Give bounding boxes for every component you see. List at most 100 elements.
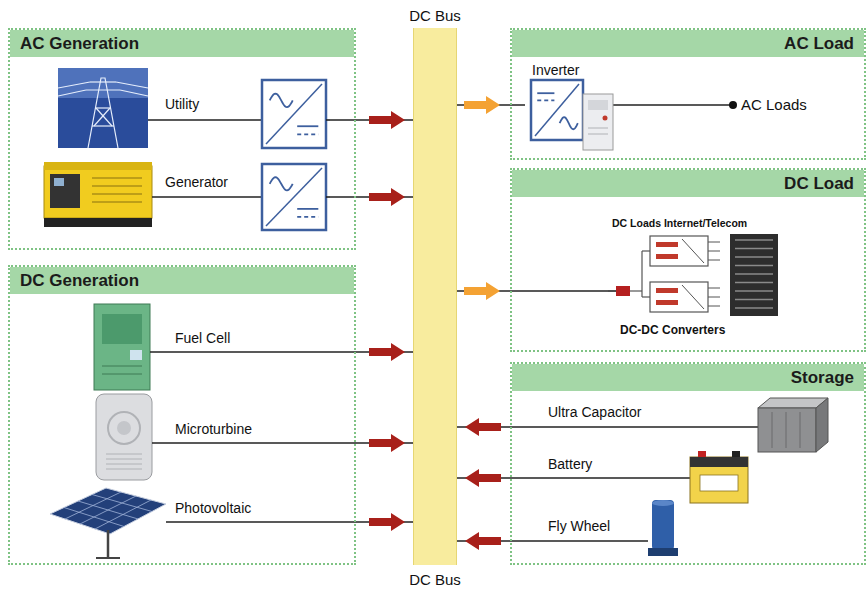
node-label: Fuel Cell xyxy=(175,330,230,347)
illustration-part xyxy=(700,475,738,491)
illustration-part xyxy=(735,307,773,309)
illustration-part xyxy=(50,488,166,534)
illustration-part xyxy=(735,239,773,241)
section-header-band: DC Generation xyxy=(10,267,354,294)
illustration-part xyxy=(152,196,262,198)
illustration-part xyxy=(106,454,142,455)
illustration-part xyxy=(535,84,579,136)
illustration-part xyxy=(54,178,64,186)
arrow-head xyxy=(464,96,500,114)
illustration-part xyxy=(106,459,142,460)
illustration-part xyxy=(120,90,148,96)
illustration-part xyxy=(102,366,142,367)
illustration-part xyxy=(735,265,773,267)
illustration-part xyxy=(102,374,142,375)
illustration-part xyxy=(656,300,678,305)
section-title: Storage xyxy=(522,364,854,391)
illustration-part xyxy=(588,100,608,110)
illustration-part xyxy=(96,394,152,480)
illustration-part xyxy=(735,248,773,250)
arrow-head xyxy=(369,343,405,361)
illustration-part xyxy=(531,80,583,140)
photovoltaic-source: Photovoltaic xyxy=(46,484,274,560)
illustration-part xyxy=(44,218,152,227)
node-label: DC-DC Converters xyxy=(620,322,725,339)
arrow-head xyxy=(465,532,501,550)
section-header-band: DC Load xyxy=(512,170,864,197)
illustration-part xyxy=(92,201,142,202)
illustration-part xyxy=(86,89,120,90)
generator-source: Generator xyxy=(42,156,330,234)
illustration-part xyxy=(297,133,318,135)
section-title: AC Generation xyxy=(20,30,344,57)
illustration-part xyxy=(698,451,706,457)
illustration-part xyxy=(560,117,578,129)
illustration-part xyxy=(735,299,773,301)
node-label: Generator xyxy=(165,174,228,191)
illustration-part xyxy=(735,282,773,284)
node-label: Inverter xyxy=(532,62,579,79)
section-header-band: Storage xyxy=(512,364,864,391)
illustration-part xyxy=(166,521,274,523)
illustration-part xyxy=(708,242,720,243)
illustration-part xyxy=(608,290,616,292)
illustration-part xyxy=(630,290,642,291)
illustration-part xyxy=(148,119,262,121)
arrow-head xyxy=(465,418,501,436)
section-title: AC Load xyxy=(522,30,854,57)
ultracapacitor-storage: Ultra Capacitor xyxy=(540,392,832,458)
illustration-part xyxy=(106,469,142,470)
illustration-part xyxy=(732,451,740,457)
illustration-part xyxy=(642,296,650,297)
arrow-head xyxy=(369,188,405,206)
illustration-part xyxy=(540,477,690,479)
terminal-dot xyxy=(729,101,737,109)
illustration-part xyxy=(537,92,554,94)
pv-illustration xyxy=(46,484,274,560)
illustration-part xyxy=(262,164,326,230)
illustration-part xyxy=(682,239,704,263)
illustration-part xyxy=(94,304,150,390)
illustration-part xyxy=(95,107,111,108)
illustration-part xyxy=(682,285,704,309)
illustration-part xyxy=(152,442,277,444)
illustration-part xyxy=(92,185,142,186)
illustration-part xyxy=(708,251,720,252)
output-label: AC Loads xyxy=(741,96,807,114)
node-label: Ultra Capacitor xyxy=(548,404,641,421)
illustration-part xyxy=(690,457,748,467)
illustration-part xyxy=(326,196,330,198)
illustration-part xyxy=(537,100,554,102)
illustration-part xyxy=(297,125,318,127)
section-panel: StorageUltra CapacitorBatteryFly Wheel xyxy=(510,362,866,565)
node-label: Utility xyxy=(165,96,199,113)
illustration-part xyxy=(540,540,648,542)
dc-dc-converter-group: DC Loads Internet/TelecomDC-DC Converter… xyxy=(608,212,788,344)
illustration-part xyxy=(708,297,720,298)
fuel-cell-source: Fuel Cell xyxy=(92,302,252,394)
illustration-part xyxy=(92,177,142,178)
arrow-head xyxy=(369,513,405,531)
illustration-part xyxy=(107,530,110,558)
illustration-part xyxy=(650,236,708,266)
generator-illustration xyxy=(42,156,330,234)
section-panel: DC GenerationFuel CellMicroturbinePhotov… xyxy=(8,265,356,565)
utility-source: Utility xyxy=(58,66,330,152)
illustration-part xyxy=(96,108,112,126)
illustration-part xyxy=(92,495,152,512)
illustration-part xyxy=(656,254,678,259)
illustration-part xyxy=(92,193,142,194)
illustration-part xyxy=(690,457,748,503)
bus-label: DC Bus xyxy=(409,571,461,588)
flywheel-storage: Fly Wheel xyxy=(540,494,685,560)
illustration-part xyxy=(262,80,326,148)
illustration-part xyxy=(116,82,148,88)
node-label: Fly Wheel xyxy=(548,518,610,535)
illustration-part xyxy=(648,548,678,556)
microturbine-source: Microturbine xyxy=(92,392,277,484)
illustration-part xyxy=(735,290,773,292)
illustration-part xyxy=(326,119,330,121)
illustration-part xyxy=(708,260,720,261)
illustration-part xyxy=(603,116,608,121)
